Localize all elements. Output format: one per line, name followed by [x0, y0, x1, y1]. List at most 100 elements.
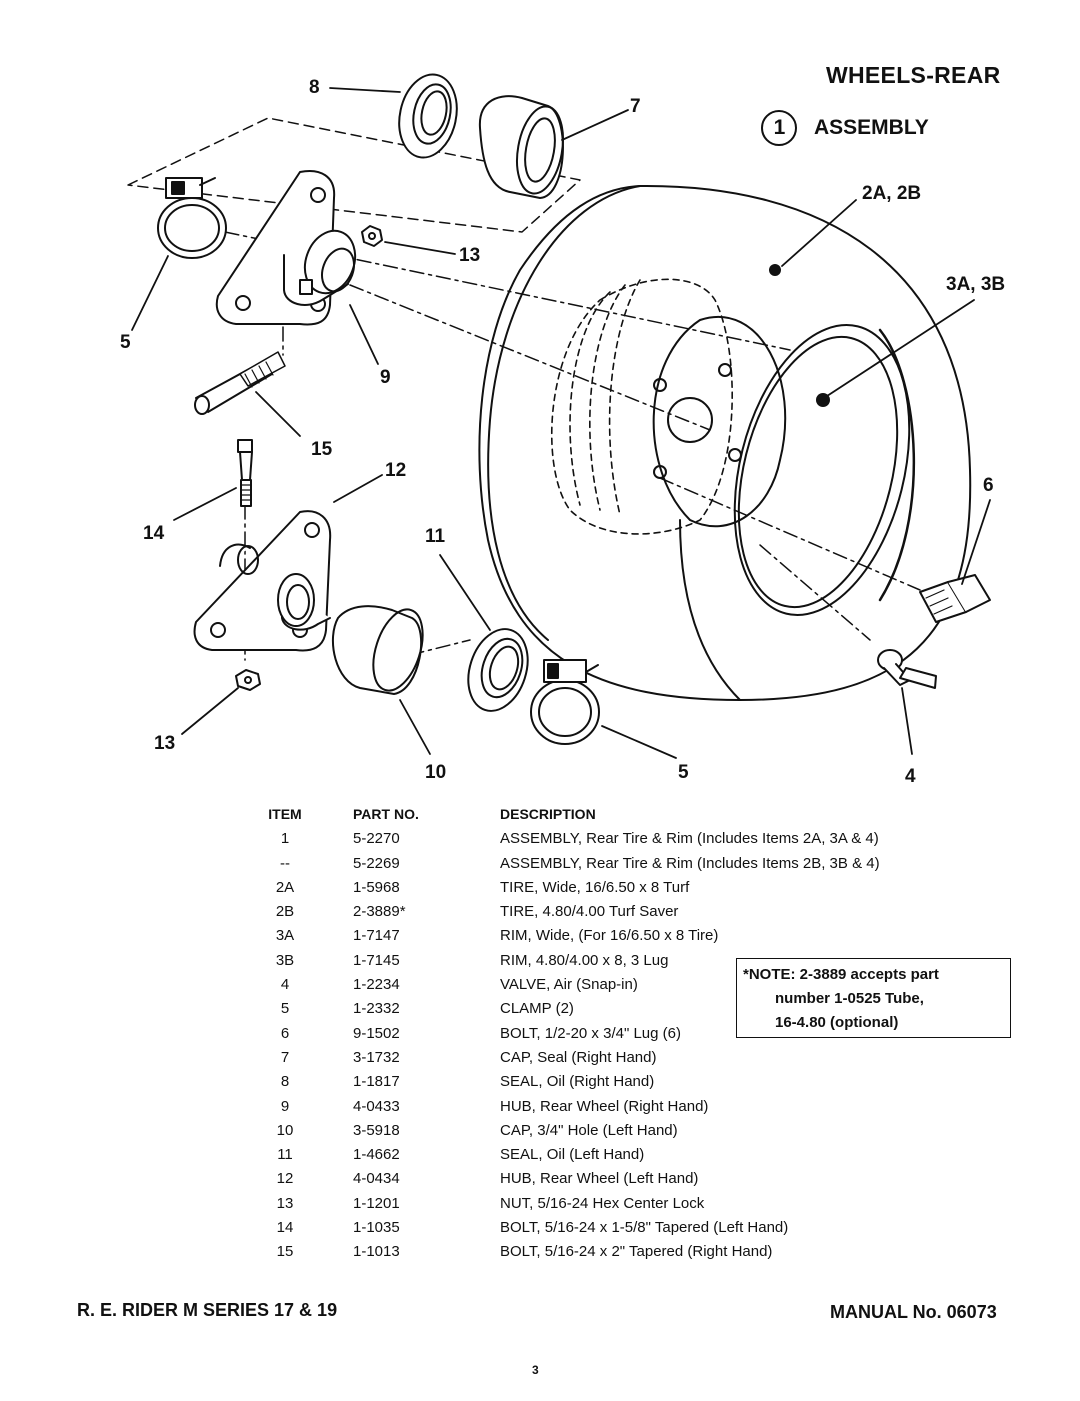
- exploded-group-outline: [127, 117, 581, 233]
- note-box: *NOTE: 2-3889 accepts part number 1-0525…: [736, 958, 1011, 1038]
- header-description: DESCRIPTION: [500, 806, 596, 822]
- item-cell: 4: [280, 976, 290, 994]
- oil-seal-right: [398, 73, 458, 159]
- part-no-cell: 5-2270: [353, 830, 400, 848]
- callout-10: 10: [425, 762, 447, 783]
- callout-3a-3b: 3A, 3B: [946, 274, 1006, 295]
- header-part-no: PART NO.: [353, 806, 419, 822]
- leader-lines: [131, 87, 991, 759]
- clamp-upper: [157, 177, 227, 259]
- callout-15: 15: [311, 439, 333, 460]
- description-cell: RIM, Wide, (For 16/6.50 x 8 Tire): [500, 927, 719, 945]
- clamp-lower: [530, 659, 600, 745]
- description-cell: RIM, 4.80/4.00 x 8, 3 Lug: [500, 951, 669, 969]
- callout-11: 11: [425, 526, 446, 547]
- description-cell: TIRE, Wide, 16/6.50 x 8 Turf: [500, 878, 690, 896]
- page-title: WHEELS-REAR: [826, 62, 1001, 88]
- part-no-cell: 1-4662: [353, 1146, 400, 1164]
- item-cell: 13: [276, 1194, 294, 1212]
- tire-illustration: [478, 184, 972, 701]
- description-cell: BOLT, 5/16-24 x 1-5/8" Tapered (Left Han…: [500, 1219, 789, 1237]
- part-no-cell: 1-1035: [353, 1219, 400, 1237]
- oil-seal-left: [467, 628, 529, 712]
- part-no-cell: 1-7147: [353, 927, 400, 945]
- item-cell: 7: [280, 1048, 290, 1066]
- description-cell: NUT, 5/16-24 Hex Center Lock: [500, 1194, 705, 1212]
- part-no-cell: 1-2234: [353, 976, 400, 994]
- assembly-number-circle: [761, 110, 797, 146]
- item-cell: 3B: [275, 951, 295, 969]
- item-cell: 2A: [275, 878, 295, 896]
- item-cell: 12: [276, 1170, 294, 1188]
- note-line-3: 16-4.80 (optional): [775, 1014, 899, 1031]
- item-cell: 15: [276, 1243, 294, 1261]
- callout-5-upper: 5: [120, 332, 131, 353]
- part-no-cell: 9-1502: [353, 1024, 400, 1042]
- header-item: ITEM: [268, 806, 302, 822]
- item-cell: 2B: [275, 903, 295, 921]
- part-no-cell: 4-0433: [353, 1097, 400, 1115]
- callout-8: 8: [309, 77, 320, 98]
- part-no-cell: 2-3889*: [353, 903, 406, 921]
- cap-left: [331, 605, 424, 695]
- item-cell: 3A: [275, 927, 295, 945]
- description-cell: SEAL, Oil (Right Hand): [500, 1073, 655, 1091]
- description-cell: HUB, Rear Wheel (Right Hand): [500, 1097, 709, 1115]
- callout-5-lower: 5: [678, 762, 689, 783]
- item-cell: 10: [276, 1121, 294, 1139]
- description-cell: HUB, Rear Wheel (Left Hand): [500, 1170, 699, 1188]
- tapered-bolt-left: [237, 439, 253, 507]
- description-cell: ASSEMBLY, Rear Tire & Rim (Includes Item…: [500, 854, 880, 872]
- callout-4: 4: [905, 766, 916, 787]
- description-cell: ASSEMBLY, Rear Tire & Rim (Includes Item…: [500, 830, 879, 848]
- callout-13-upper: 13: [459, 245, 481, 266]
- footer-manual-number: MANUAL No. 06073: [830, 1302, 997, 1322]
- callout-7: 7: [630, 96, 641, 117]
- note-line-1: *NOTE: 2-3889 accepts part: [743, 966, 939, 983]
- hub-left: [193, 510, 332, 652]
- assembly-label: ASSEMBLY: [814, 116, 929, 139]
- part-no-cell: 1-1013: [353, 1243, 400, 1261]
- item-cell: 11: [277, 1146, 293, 1164]
- exploded-parts-diagram: [127, 73, 991, 759]
- item-cell: 8: [280, 1073, 290, 1091]
- description-cell: BOLT, 5/16-24 x 2" Tapered (Right Hand): [500, 1243, 773, 1261]
- part-no-cell: 1-7145: [353, 951, 400, 969]
- item-cell: 5: [280, 1000, 290, 1018]
- page-number: 3: [532, 1363, 539, 1377]
- item-cell: 9: [280, 1097, 290, 1115]
- callout-14: 14: [143, 523, 165, 544]
- part-no-cell: 1-5968: [353, 878, 400, 896]
- hex-nut-upper: [361, 225, 383, 247]
- assembly-number: 1: [773, 116, 786, 139]
- description-cell: CLAMP (2): [500, 1000, 574, 1018]
- hub-right: [215, 170, 357, 326]
- description-cell: BOLT, 1/2-20 x 3/4" Lug (6): [500, 1024, 681, 1042]
- description-cell: SEAL, Oil (Left Hand): [500, 1146, 645, 1164]
- lug-bolt: [919, 574, 991, 623]
- description-cell: CAP, 3/4" Hole (Left Hand): [500, 1121, 678, 1139]
- footer-model: R. E. RIDER M SERIES 17 & 19: [77, 1300, 338, 1320]
- part-no-cell: 5-2269: [353, 854, 400, 872]
- description-cell: TIRE, 4.80/4.00 Turf Saver: [500, 903, 679, 921]
- callout-13-lower: 13: [154, 733, 176, 754]
- description-cell: VALVE, Air (Snap-in): [500, 976, 638, 994]
- callout-2a-2b: 2A, 2B: [862, 183, 922, 204]
- callout-12: 12: [385, 460, 407, 481]
- part-no-cell: 3-5918: [353, 1121, 400, 1139]
- item-cell: 1: [280, 830, 290, 848]
- seal-cap-right: [478, 95, 564, 199]
- item-cell: --: [280, 854, 290, 872]
- hex-nut-lower: [235, 669, 261, 691]
- air-valve: [877, 649, 937, 689]
- item-cell: 6: [280, 1024, 290, 1042]
- note-line-2: number 1-0525 Tube,: [775, 990, 924, 1007]
- part-no-cell: 4-0434: [353, 1170, 400, 1188]
- part-no-cell: 3-1732: [353, 1048, 400, 1066]
- part-no-cell: 1-1201: [353, 1194, 400, 1212]
- part-no-cell: 1-1817: [353, 1073, 400, 1091]
- part-no-cell: 1-2332: [353, 1000, 400, 1018]
- item-cell: 14: [276, 1219, 294, 1237]
- tapered-bolt-right: [194, 351, 286, 415]
- callout-9: 9: [380, 367, 391, 388]
